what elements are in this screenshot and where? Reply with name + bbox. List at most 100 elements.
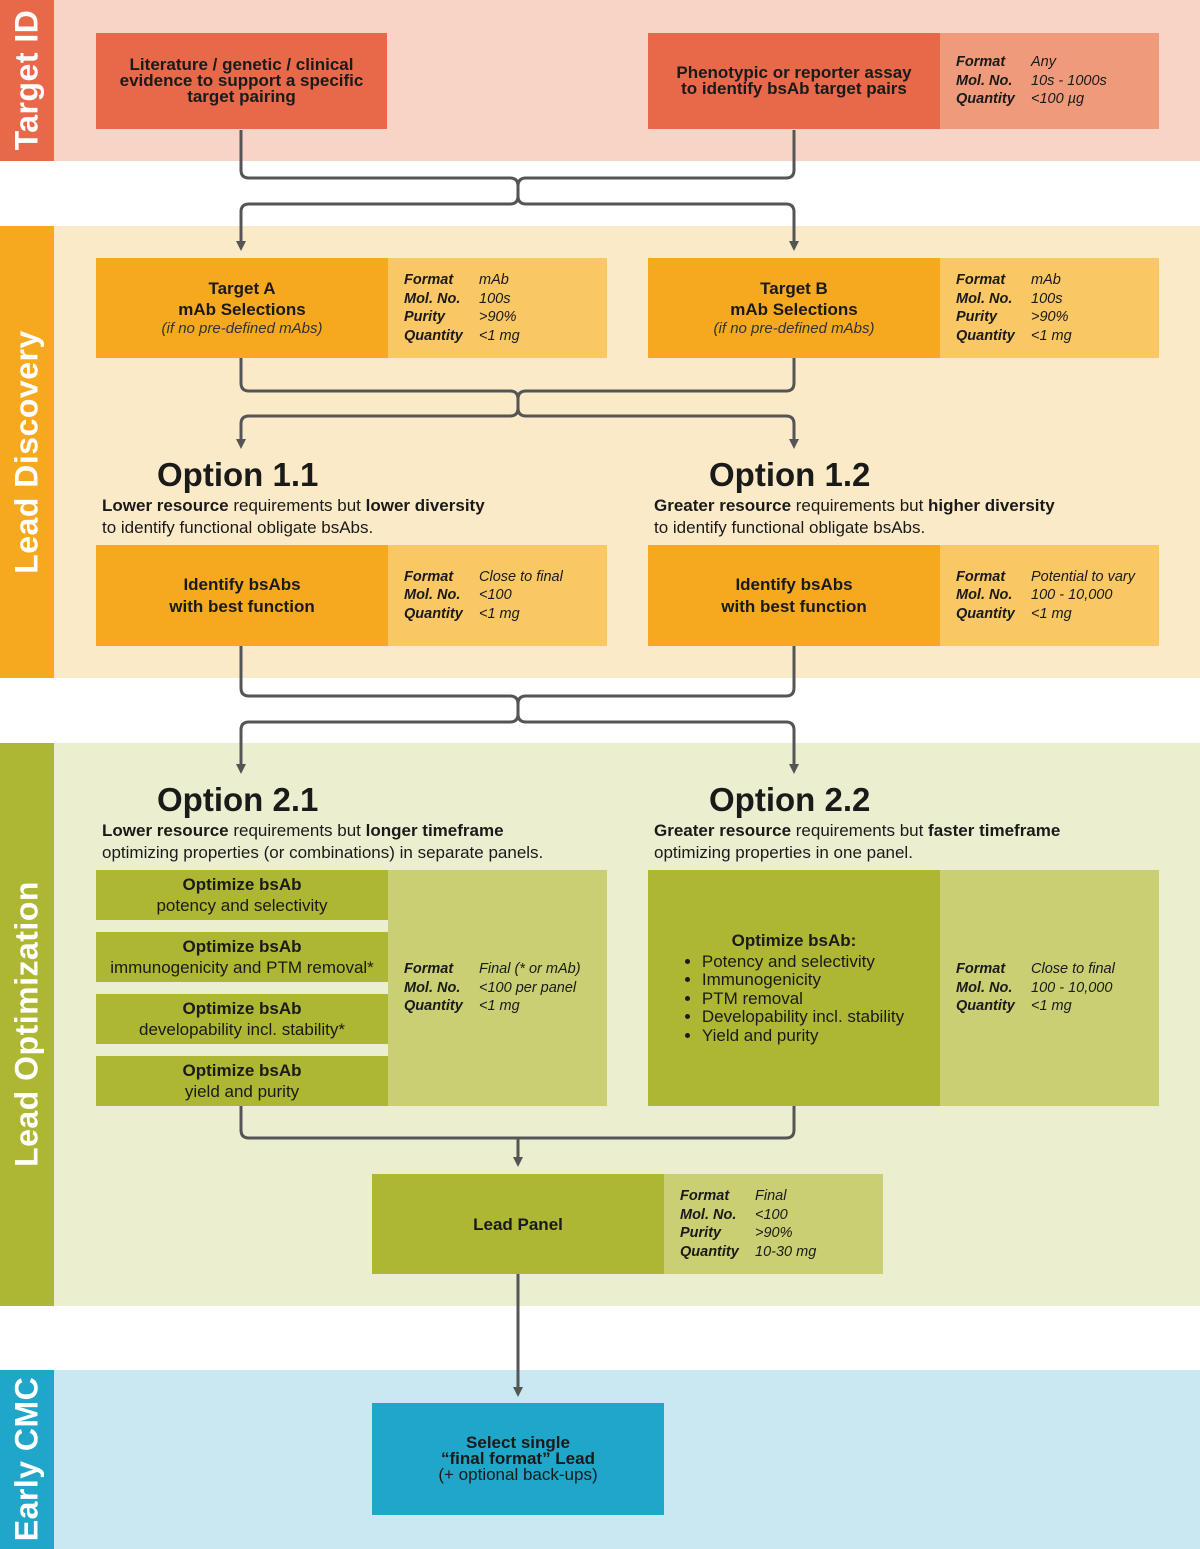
- spec-value: <100 per panel: [479, 979, 577, 996]
- spec-row: Quantity<1 mg: [956, 327, 1159, 346]
- spec-value: mAb: [1031, 272, 1061, 288]
- spec-value: 100s: [1031, 290, 1063, 307]
- option-2-1-description: Lower resource requirements but longer t…: [102, 820, 622, 864]
- spec-row: Mol. No.100 - 10,000: [956, 979, 1159, 998]
- spec-value: Any: [1031, 54, 1056, 71]
- phenotypic-assay-box: Phenotypic or reporter assay to identify…: [648, 33, 940, 129]
- spec-key: Mol. No.: [404, 290, 461, 307]
- option-1-2-description: Greater resource requirements but higher…: [654, 495, 1174, 539]
- spec-key: Quantity: [956, 327, 1015, 344]
- spec-key: Format: [680, 1188, 730, 1204]
- option-1-1-specs: Format Close to final Mol. No.<100 Quanti…: [388, 545, 607, 646]
- spec-value: 100 - 10,000: [1031, 587, 1113, 604]
- lead-panel-title: Lead Panel: [473, 1214, 563, 1234]
- lead-discovery-label: Lead Discovery: [8, 330, 45, 574]
- spec-row: Quantity<1 mg: [404, 605, 607, 624]
- spec-key: Quantity: [956, 605, 1015, 622]
- spec-value: >90%: [755, 1225, 793, 1241]
- optimize-panel-yield: Optimize bsAb yield and purity: [96, 1056, 388, 1106]
- spec-row: Quantity<1 mg: [404, 997, 607, 1016]
- list-item: Yield and purity: [702, 1026, 904, 1046]
- option-1-2-identify-box: Identify bsAbs with best function: [648, 545, 940, 646]
- option-2-2-title: Option 2.2: [709, 781, 871, 818]
- spec-key: Format: [956, 568, 1006, 585]
- option-1-2-box-line-1: Identify bsAbs: [735, 574, 853, 594]
- optimize-panel-immunogenicity: Optimize bsAb immunogenicity and PTM rem…: [96, 932, 388, 982]
- spec-key: Mol. No.: [680, 1206, 737, 1223]
- spec-value: Potential to vary: [1031, 568, 1135, 585]
- option-1-2-title: Option 1.2: [709, 456, 871, 493]
- panel-title: Optimize bsAb: [182, 1060, 302, 1080]
- spec-value: <1 mg: [479, 605, 520, 622]
- select-line-1: Select single: [466, 1433, 570, 1452]
- spec-value: 10-30 mg: [755, 1243, 817, 1260]
- spec-value: Close to final: [479, 568, 563, 585]
- spec-row: Format Potential to vary: [956, 568, 1159, 587]
- spec-key: Format: [404, 272, 454, 288]
- spec-value: <1 mg: [1031, 998, 1072, 1015]
- spec-row: Purity>90%: [680, 1224, 883, 1243]
- select-line-3: (+ optional back-ups): [438, 1465, 598, 1484]
- target-a-note: (if no pre-defined mAbs): [161, 320, 323, 337]
- spec-key: Format: [404, 568, 454, 585]
- early-cmc-sidebar: Early CMC: [0, 1370, 54, 1549]
- panel-subtitle: developability incl. stability*: [139, 1019, 345, 1039]
- spec-key: Format: [404, 961, 454, 978]
- spec-key: Purity: [956, 309, 998, 325]
- spec-row: Mol. No. <100: [680, 1206, 883, 1225]
- spec-key: Format: [956, 54, 1006, 71]
- spec-value: Close to final: [1031, 961, 1115, 978]
- option-1-1-title: Option 1.1: [157, 456, 319, 493]
- option-1-2-desc-bold-2: higher diversity: [928, 496, 1055, 515]
- target-b-box: Target B mAb Selections (if no pre-defin…: [648, 258, 940, 358]
- option-1-1-identify-box: Identify bsAbs with best function: [96, 545, 388, 646]
- optimize-property-list: Potency and selectivity Immunogenicity P…: [684, 952, 904, 1046]
- optimize-panel-potency: Optimize bsAb potency and selectivity: [96, 870, 388, 920]
- phenotypic-specs: Format Any Mol. No.10s - 1000s Quantity <1…: [940, 33, 1159, 129]
- spec-value: >90%: [479, 309, 517, 325]
- spec-key: Quantity: [680, 1243, 739, 1260]
- spec-row: Purity >90%: [404, 308, 607, 327]
- spec-row: Quantity<1 mg: [956, 605, 1159, 624]
- option-2-2-description: Greater resource requirements but faster…: [654, 820, 1174, 864]
- spec-row: Purity>90%: [956, 308, 1159, 327]
- spec-row: Mol. No. 100s: [404, 290, 607, 309]
- spec-value: Final: [755, 1188, 787, 1204]
- spec-value: mAb: [479, 272, 509, 288]
- spec-row: Mol. No.10s - 1000s: [956, 72, 1159, 91]
- spec-value: <100 µg: [1031, 91, 1085, 108]
- spec-key: Quantity: [956, 998, 1015, 1015]
- select-final-lead-box: Select single “final format” Lead (+ opt…: [372, 1403, 664, 1515]
- literature-line-3: target pairing: [187, 87, 296, 106]
- option-2-1-desc-text: requirements but: [228, 821, 366, 840]
- option-1-1-description: Lower resource requirements but lower di…: [102, 495, 622, 539]
- spec-key: Purity: [404, 309, 446, 325]
- option-1-1-desc-bold-2: lower diversity: [365, 496, 485, 515]
- lead-panel-box: Lead Panel: [372, 1174, 664, 1274]
- optimize-bsab-combined-box: Optimize bsAb: Potency and selectivity I…: [648, 870, 940, 1106]
- panel-subtitle: immunogenicity and PTM removal*: [110, 957, 374, 977]
- panel-title: Optimize bsAb: [182, 874, 302, 894]
- spec-row: Format mAb: [404, 271, 607, 290]
- spec-row: Mol. No.<100: [404, 586, 607, 605]
- spec-key: Mol. No.: [956, 290, 1013, 307]
- lead-optimization-label: Lead Optimization: [8, 881, 45, 1167]
- spec-value: Final (* or mAb): [479, 961, 581, 978]
- spec-value: 100s: [479, 290, 511, 307]
- spec-value: <100: [755, 1206, 788, 1223]
- option-1-2-desc-bold-1: Greater resource: [654, 496, 792, 515]
- spec-key: Quantity: [956, 91, 1015, 108]
- spec-row: Mol. No.100 - 10,000: [956, 586, 1159, 605]
- option-2-1-desc-bold-1: Lower resource: [102, 821, 229, 840]
- spec-row: Quantity <1 mg: [956, 997, 1159, 1016]
- literature-line-2: evidence to support a specific: [119, 71, 364, 90]
- target-b-note: (if no pre-defined mAbs): [713, 320, 875, 337]
- spec-row: Quantity 10-30 mg: [680, 1243, 883, 1262]
- spec-row: Format Final: [680, 1187, 883, 1206]
- spec-key: Quantity: [404, 998, 463, 1015]
- option-1-1-box-line-1: Identify bsAbs: [183, 574, 301, 594]
- early-cmc-label: Early CMC: [8, 1376, 45, 1542]
- spec-value: 100 - 10,000: [1031, 979, 1113, 996]
